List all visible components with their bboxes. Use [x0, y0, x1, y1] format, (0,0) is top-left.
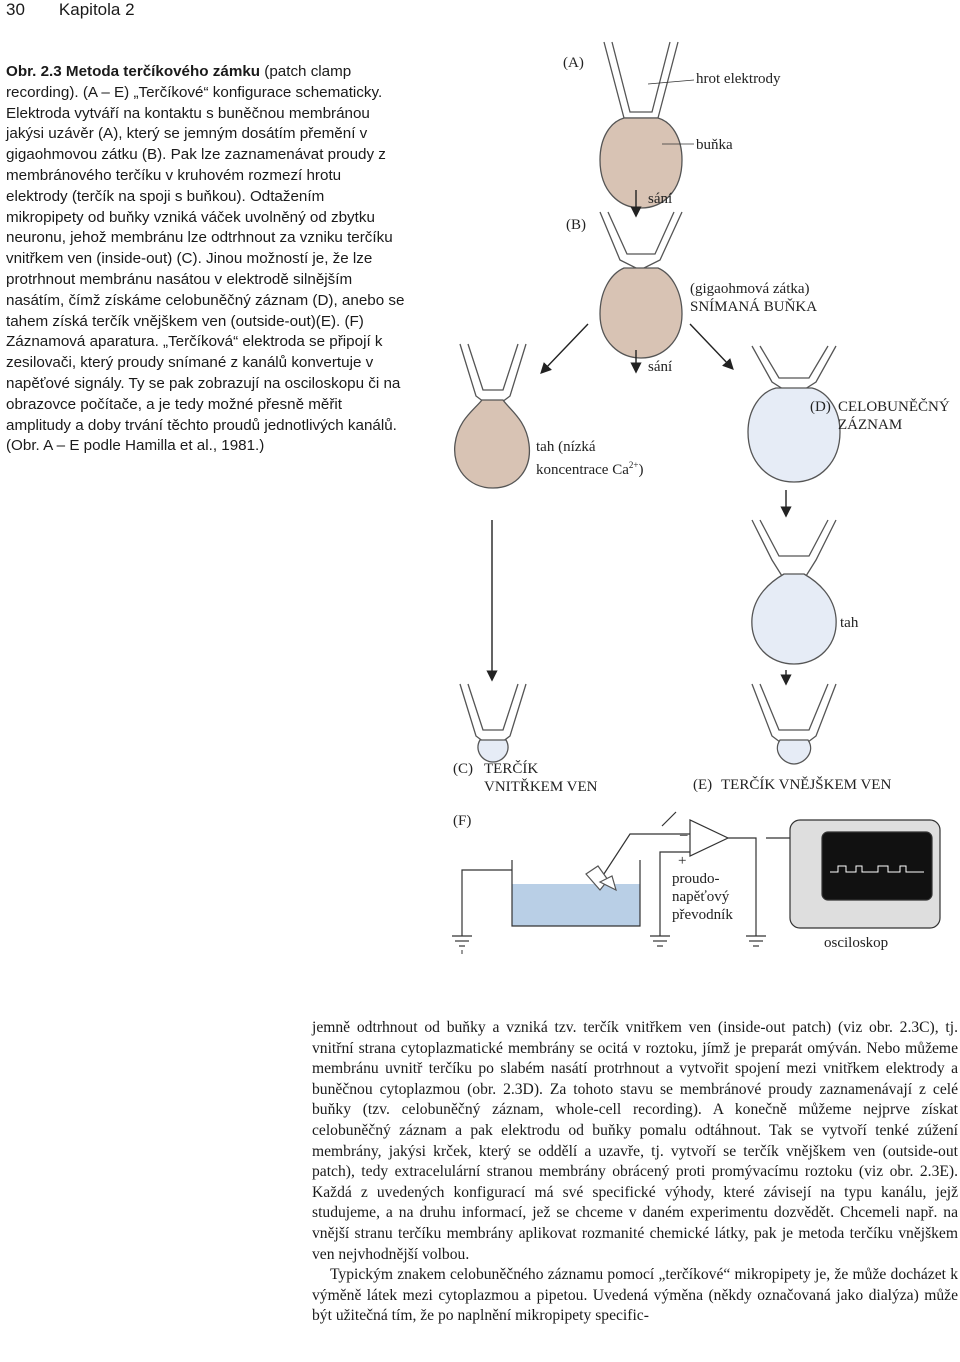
cell-d [747, 387, 841, 483]
label-bunka: buňka [696, 137, 733, 153]
pipette-e [751, 683, 837, 743]
label-tah: tah [840, 615, 859, 631]
oscilloscope-screen [821, 831, 933, 901]
body-paragraph-2: Typickým znakem celobuněčného záznamu po… [312, 1266, 958, 1325]
label-e: (E) [693, 777, 713, 793]
caption-text: (patch clamp recording). (A – E) „Terčík… [6, 63, 405, 455]
label-sani-1: sání [648, 191, 673, 207]
patch-clamp-figure: (A) hrot elektrody buňka sání (B) (gigao… [452, 41, 950, 954]
bath-solution [512, 884, 640, 926]
label-tah-nizka: tah (nízká [536, 439, 596, 455]
label-gigaohm: (gigaohmová zátka) [690, 281, 810, 297]
label-tercik-in-1: TERČÍK [484, 761, 539, 777]
label-prevodnik-2: napěťový [672, 889, 730, 905]
label-a: (A) [563, 55, 584, 71]
label-tercik-in-2: VNITŘKEM VEN [484, 779, 598, 795]
arrow-b-left [540, 323, 589, 375]
label-osciloskop: osciloskop [824, 935, 889, 951]
body-paragraph-1: jemně odtrhnout od buňky a vzniká tzv. t… [312, 1019, 958, 1263]
label-b: (B) [566, 217, 586, 233]
pipette-b [599, 211, 683, 271]
cell-b [599, 267, 683, 359]
pipette-c [459, 683, 527, 743]
label-prevodnik-1: proudo- [672, 871, 720, 887]
label-koncentrace: koncentrace Ca2+) [536, 460, 644, 478]
caption-label: Obr. 2.3 Metoda terčíkového zámku [6, 63, 261, 80]
figure-drawing [452, 41, 941, 954]
chapter-title: Kapitola 2 [58, 0, 135, 19]
pipette-a [603, 41, 679, 119]
label-sani-2: sání [648, 359, 673, 375]
label-minus: – [680, 827, 688, 843]
label-snimana: SNÍMANÁ BUŇKA [690, 299, 818, 315]
label-f: (F) [453, 813, 472, 829]
label-prevodnik-3: převodník [672, 907, 733, 923]
label-plus: + [678, 853, 687, 869]
figure-caption: Obr. 2.3 Metoda terčíkového zámku (patch… [6, 62, 406, 457]
page-number: 30 [6, 0, 25, 19]
electrode-tip [585, 865, 617, 892]
pipette-left [459, 343, 527, 403]
label-hrot: hrot elektrody [696, 71, 781, 87]
label-celo-2: ZÁZNAM [838, 417, 903, 433]
cell-pulled [751, 573, 837, 665]
amplifier-symbol [689, 819, 730, 857]
page-header: 30 Kapitola 2 [6, 0, 169, 20]
vesicle-cell [454, 399, 531, 489]
label-c: (C) [453, 761, 473, 777]
body-text: jemně odtrhnout od buňky a vzniká tzv. t… [312, 1018, 958, 1327]
label-d: (D) [810, 399, 831, 415]
pipette-pulled [751, 519, 837, 577]
label-celo-1: CELOBUNĚČNÝ [838, 399, 950, 415]
arrow-b-right [689, 323, 734, 371]
label-tercik-out: TERČÍK VNĚJŠKEM VEN [721, 777, 892, 793]
recording-apparatus [452, 811, 941, 947]
